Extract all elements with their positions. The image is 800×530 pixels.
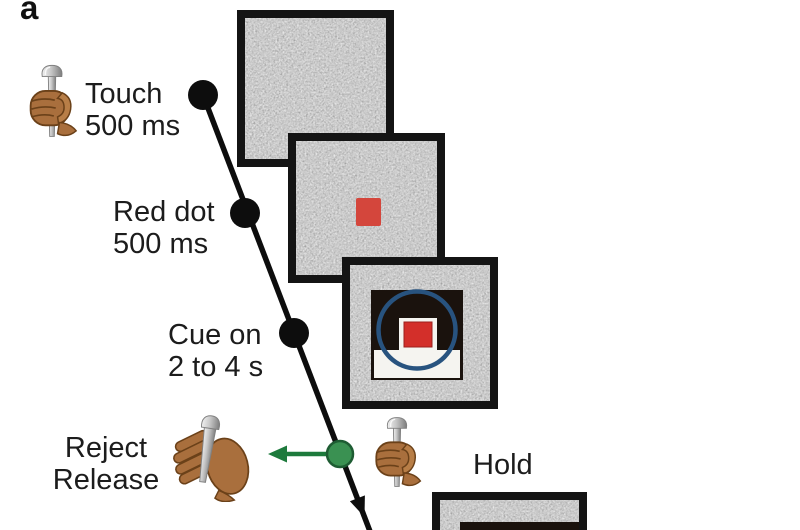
label-red-dot: Red dot 500 ms xyxy=(113,196,215,260)
panel-label: a xyxy=(20,0,39,26)
screen-cue xyxy=(342,257,498,409)
event-dot-cue xyxy=(279,318,309,348)
noise-texture xyxy=(296,141,437,275)
label-reject-release: Reject Release xyxy=(36,432,176,496)
label-touch: Touch 500 ms xyxy=(85,78,180,142)
event-dot-touch xyxy=(188,80,218,110)
hand-grip-lever-icon xyxy=(24,64,80,142)
go-signal-dot xyxy=(325,439,355,469)
label-cue-on-line1: Cue on xyxy=(168,319,262,351)
red-dot-stimulus xyxy=(356,198,381,226)
reject-arrow-head-icon xyxy=(268,445,287,463)
event-dot-red-dot xyxy=(230,198,260,228)
timeline-arrowhead-icon xyxy=(349,495,365,517)
label-reject-line1: Reject xyxy=(64,432,148,464)
hand-release-lever-icon xyxy=(172,413,254,502)
label-touch-line1: Touch xyxy=(85,78,163,110)
label-touch-line2: 500 ms xyxy=(85,110,181,142)
noise-texture xyxy=(350,265,490,401)
label-red-dot-line2: 500 ms xyxy=(113,228,209,260)
hold-screen-stimulus xyxy=(460,522,579,530)
label-hold: Hold xyxy=(473,449,533,481)
screen-hold xyxy=(432,492,587,530)
hand-grip-lever-icon xyxy=(370,416,424,492)
label-red-dot-line1: Red dot xyxy=(113,196,215,228)
cue-stimulus xyxy=(371,289,463,380)
screen-noise-baseline xyxy=(237,10,394,167)
label-reject-line2: Release xyxy=(52,464,160,496)
label-cue-on-line2: 2 to 4 s xyxy=(168,351,264,383)
label-cue-on: Cue on 2 to 4 s xyxy=(168,319,263,383)
noise-texture xyxy=(440,500,579,530)
